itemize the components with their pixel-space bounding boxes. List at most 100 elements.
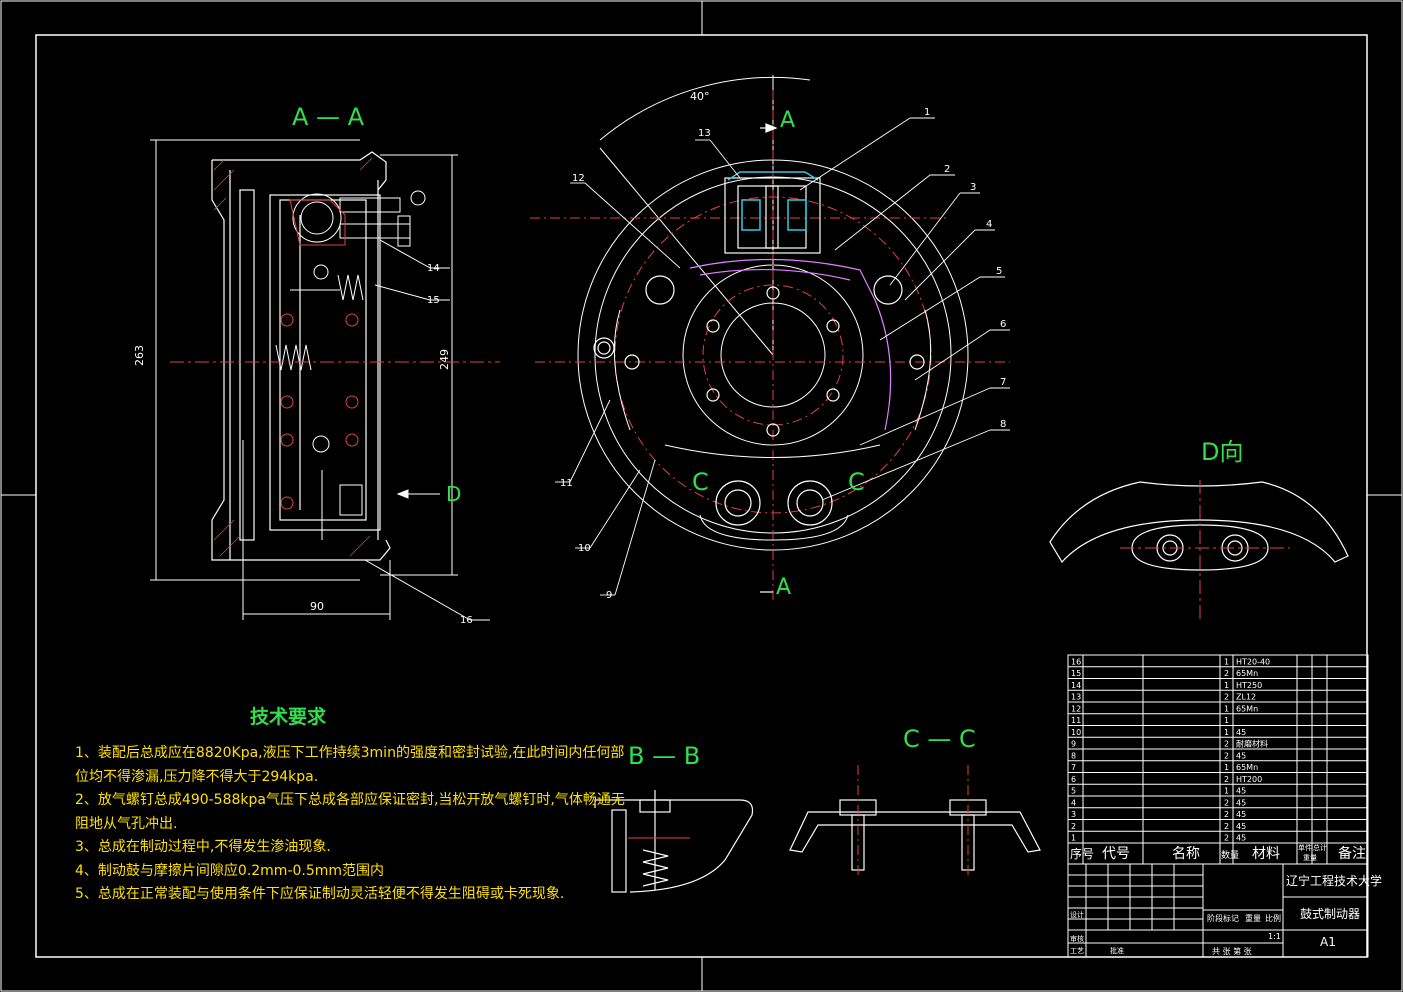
label-16: 16 — [460, 615, 473, 626]
label-8: 8 — [1000, 419, 1006, 430]
marker-c-right: C — [848, 468, 865, 496]
bom-row-material: 65Mn — [1236, 704, 1258, 713]
bom-row-qty: 1 — [1224, 728, 1229, 737]
view-d: D向 — [1049, 438, 1349, 620]
label-13: 13 — [698, 128, 711, 139]
tech-req-line: 3、总成在制动过程中,不得发生渗油现象. — [75, 839, 331, 855]
bom-row-material: 45 — [1236, 834, 1246, 843]
bom-row-no: 15 — [1071, 669, 1081, 678]
bom-header-weight: 重量 — [1303, 854, 1317, 862]
marker-c-left: C — [692, 468, 709, 496]
bom-row-material: HT200 — [1236, 775, 1262, 784]
bom-header-code: 代号 — [1102, 846, 1130, 862]
drawing-name: 鼓式制动器 — [1300, 907, 1360, 921]
bom-row-qty: 2 — [1224, 834, 1229, 843]
label-10: 10 — [578, 543, 591, 554]
label-7: 7 — [1000, 377, 1006, 388]
bom-header: 序号 代号 名称 数量 材料 单件 总计 重量 备注 — [1070, 843, 1366, 862]
section-cc-title: C — C — [903, 725, 976, 753]
tech-req-line: 位均不得渗漏,压力降不得大于294kpa. — [75, 768, 319, 785]
craft-label: 工艺 — [1070, 947, 1084, 955]
designer-label: 设计 — [1070, 910, 1084, 919]
label-5: 5 — [996, 266, 1002, 277]
bom-row-no: 6 — [1071, 775, 1076, 784]
bom-row-no: 5 — [1071, 787, 1076, 796]
label-4: 4 — [986, 219, 992, 230]
bom-row-qty: 2 — [1224, 751, 1229, 760]
bom-row-qty: 1 — [1224, 763, 1229, 772]
bom-header-name: 名称 — [1172, 846, 1200, 862]
bom-row-material: HT250 — [1236, 681, 1262, 690]
approve-label: 批准 — [1110, 946, 1124, 955]
sheet-size: A1 — [1320, 935, 1336, 949]
tech-req-line: 5、总成在正常装配与使用条件下应保证制动灵活轻便不得发生阻碍或卡死现象. — [75, 886, 565, 902]
label-15: 15 — [427, 295, 440, 306]
bom-header-single: 单件 — [1298, 843, 1312, 852]
label-6: 6 — [1000, 319, 1006, 330]
bom-row-material: 65Mn — [1236, 669, 1258, 678]
stage-label: 阶段标记 — [1207, 913, 1239, 923]
bom-header-qty: 数量 — [1221, 849, 1239, 861]
front-view: 1 2 3 4 5 6 7 8 9 10 11 12 13 40° A A C … — [530, 75, 1010, 601]
bom-row-no: 7 — [1071, 763, 1076, 772]
dim-249: 249 — [438, 349, 451, 370]
bom-row-material: 45 — [1236, 810, 1246, 819]
bom-row-no: 1 — [1071, 834, 1076, 843]
bom-row-no: 9 — [1071, 740, 1076, 749]
tech-req-line: 2、放气螺钉总成490-588kpa气压下总成各部应保证密封,当松开放气螺钉时,… — [75, 792, 625, 808]
scale-label: 比例 — [1265, 913, 1281, 923]
tech-requirements: 1、装配后总成应在8820Kpa,液压下工作持续3min的强度和密封试验,在此时… — [75, 742, 625, 907]
label-2: 2 — [944, 164, 950, 175]
marker-a-top: A — [780, 108, 795, 133]
bom-row-no: 2 — [1071, 822, 1076, 831]
bom-row-material: 45 — [1236, 787, 1246, 796]
bom-row-material: 耐磨材料 — [1236, 739, 1268, 749]
sheet-label: 共 张 第 张 — [1212, 946, 1252, 956]
bom-row-qty: 2 — [1224, 798, 1229, 807]
label-11: 11 — [560, 478, 573, 489]
label-3: 3 — [970, 182, 976, 193]
dim-263: 263 — [133, 345, 146, 366]
checker-label: 审核 — [1070, 934, 1084, 943]
scale-value: 1:1 — [1268, 932, 1281, 941]
bom-row-qty: 1 — [1224, 657, 1229, 666]
label-14: 14 — [427, 263, 440, 274]
bom-row-no: 11 — [1071, 716, 1081, 725]
bom-row-qty: 1 — [1224, 716, 1229, 725]
tech-requirements-title: 技术要求 — [250, 706, 327, 728]
bom-row-material: 45 — [1236, 751, 1246, 760]
bom-row-material: 65Mn — [1236, 763, 1258, 772]
section-bb-view: B — B — [594, 742, 754, 893]
bom-row-no: 16 — [1071, 657, 1081, 666]
section-cc-view: C — C — [789, 725, 1041, 875]
bom-row-no: 12 — [1071, 704, 1081, 713]
bom-header-total: 总计 — [1313, 843, 1327, 852]
bom-row-qty: 2 — [1224, 693, 1229, 702]
bom-row-qty: 2 — [1224, 822, 1229, 831]
weight-label: 重量 — [1245, 913, 1261, 923]
label-1: 1 — [924, 107, 930, 118]
dim-angle-40: 40° — [690, 90, 710, 103]
tech-req-line: 1、装配后总成应在8820Kpa,液压下工作持续3min的强度和密封试验,在此时… — [75, 745, 625, 761]
bom-row-no: 10 — [1071, 728, 1081, 737]
bom-row-qty: 1 — [1224, 704, 1229, 713]
bom-row-qty: 2 — [1224, 775, 1229, 784]
tech-req-line: 阻地从气孔冲出. — [75, 815, 178, 832]
bom-row-material: 45 — [1236, 728, 1246, 737]
view-d-title: D向 — [1201, 438, 1243, 466]
marker-d: D — [446, 482, 461, 506]
marker-a-bottom: A — [776, 575, 791, 600]
bom-header-material: 材料 — [1252, 846, 1280, 862]
section-aa-view: A — A 263 249 90 14 15 16 — [133, 103, 500, 626]
bom-row-material: 45 — [1236, 822, 1246, 831]
bom-table — [1067, 654, 1369, 958]
label-12: 12 — [572, 173, 585, 184]
label-9: 9 — [606, 590, 612, 601]
bom-row-no: 8 — [1071, 751, 1076, 760]
bom-row-material: HT20-40 — [1236, 657, 1270, 666]
bom-row-qty: 2 — [1224, 669, 1229, 678]
bom-row-qty: 1 — [1224, 787, 1229, 796]
bom-row-no: 4 — [1071, 798, 1076, 807]
